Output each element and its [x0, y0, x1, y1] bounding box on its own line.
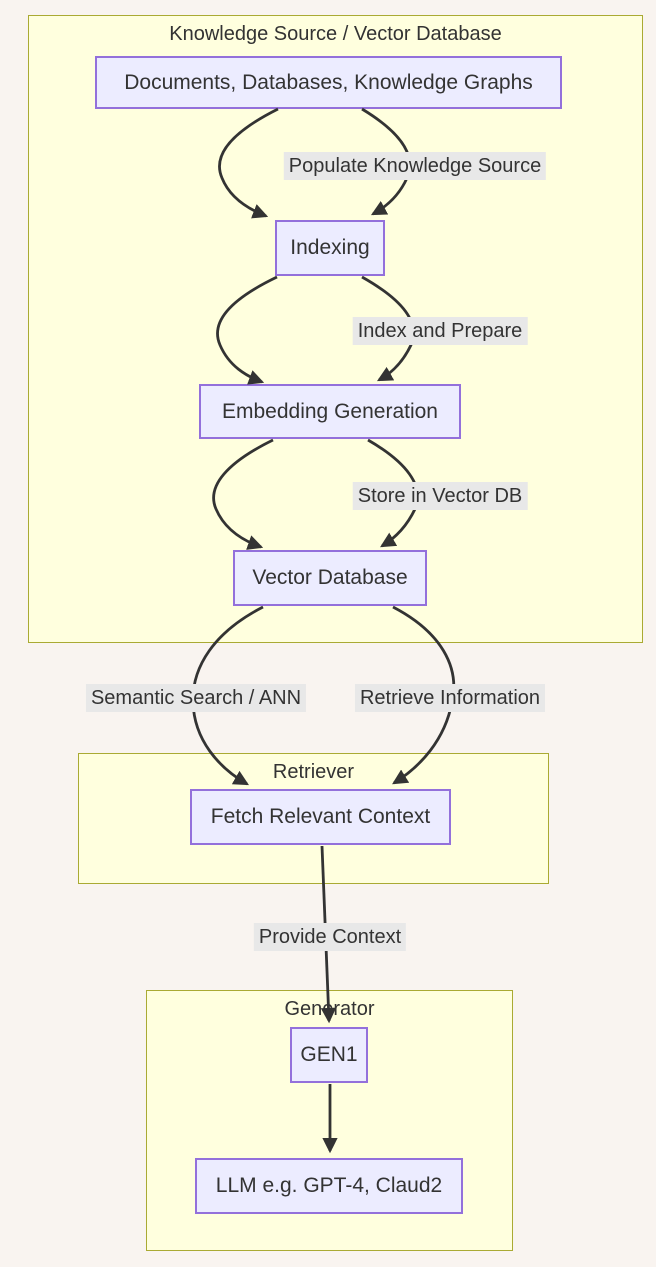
edge-label-store-in-vector-db: Store in Vector DB [352, 482, 528, 510]
edge-label-retrieve-information: Retrieve Information [354, 684, 546, 712]
node-vector-database: Vector Database [233, 550, 427, 606]
edge-label-populate-knowledge-source: Populate Knowledge Source [283, 152, 547, 180]
node-fetch-relevant-context: Fetch Relevant Context [190, 789, 451, 845]
node-gen1: GEN1 [290, 1027, 368, 1083]
node-label: Fetch Relevant Context [210, 805, 431, 828]
node-embedding-generation: Embedding Generation [199, 384, 461, 439]
node-documents-databases-knowledge-graphs: Documents, Databases, Knowledge Graphs [95, 56, 562, 109]
node-label: LLM e.g. GPT-4, Claud2 [215, 1174, 443, 1197]
node-indexing: Indexing [275, 220, 385, 276]
node-label: Embedding Generation [222, 399, 438, 423]
node-label: Documents, Databases, Knowledge Graphs [124, 70, 533, 94]
edge-label-semantic-search-ann: Semantic Search / ANN [85, 684, 307, 712]
cluster-generator-title: Generator [284, 998, 375, 1020]
node-label: GEN1 [300, 1043, 358, 1066]
node-llm: LLM e.g. GPT-4, Claud2 [195, 1158, 463, 1214]
cluster-knowledge-source: Knowledge Source / Vector Database [28, 15, 643, 643]
edge-label-index-and-prepare: Index and Prepare [352, 317, 528, 345]
cluster-retriever: Retriever [78, 753, 549, 884]
edge-label-provide-context: Provide Context [253, 923, 407, 951]
cluster-retriever-title: Retriever [272, 761, 355, 783]
node-label: Indexing [290, 236, 370, 259]
node-label: Vector Database [252, 566, 408, 589]
cluster-knowledge-source-title: Knowledge Source / Vector Database [169, 23, 502, 45]
